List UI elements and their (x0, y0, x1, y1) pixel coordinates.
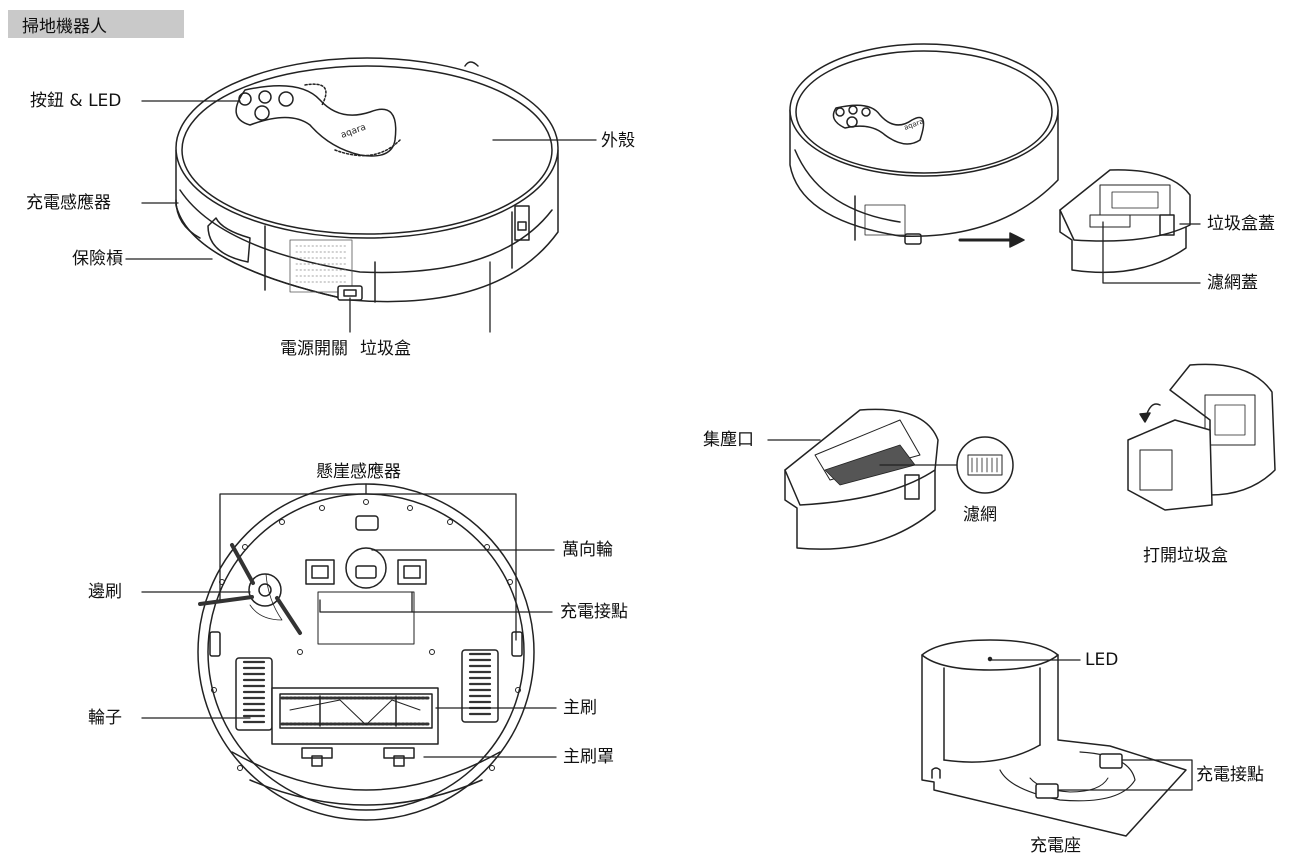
button-4 (254, 105, 270, 121)
bumper-window (207, 217, 251, 263)
label-dustbin: 垃圾盒 (360, 339, 411, 359)
label-dock-contacts: 充電接點 (1196, 765, 1264, 785)
robot-top-view: aqara (175, 57, 559, 303)
label-charge-sensor: 充電感應器 (26, 193, 111, 213)
label-power-switch: 電源開關 (280, 339, 348, 359)
label-dust-inlet: 集塵口 (703, 430, 754, 450)
wheel-left (235, 657, 273, 731)
leaders-dock (991, 659, 1193, 791)
label-dustbin-cover: 垃圾盒蓋 (1207, 214, 1275, 234)
dustbin-latch (514, 205, 530, 241)
caster-wheel (345, 547, 387, 589)
leaders-top-right (1102, 221, 1201, 284)
button-2 (258, 90, 272, 104)
dock-led (987, 656, 993, 662)
dustbin-removed (1059, 169, 1191, 274)
label-charging-dock: 充電座 (1030, 836, 1081, 856)
wheel-right (461, 649, 499, 723)
label-caster-wheel: 萬向輪 (562, 540, 613, 560)
label-wheel: 輪子 (88, 708, 122, 728)
filter-callout (956, 436, 1014, 494)
label-main-brush-cover: 主刷罩 (563, 747, 614, 767)
robot-shell (175, 57, 559, 239)
dock-contact-1 (1035, 783, 1059, 799)
label-side-brush: 邊刷 (88, 582, 122, 602)
robot-dustbin-removed: aqara (789, 43, 1059, 245)
dock-contact-2 (1099, 753, 1123, 769)
label-cliff-sensor: 懸崖感應器 (316, 462, 401, 482)
speaker-grille (289, 239, 353, 293)
label-bumper: 保險槓 (72, 249, 123, 269)
label-dock-led: LED (1085, 650, 1119, 670)
button-3 (278, 91, 294, 107)
button-1 (238, 92, 252, 106)
charging-dock (921, 639, 1187, 837)
main-brush (271, 687, 439, 745)
leaders-middle-right (767, 439, 958, 466)
button-cluster (235, 83, 401, 157)
label-button-led: 按鈕 & LED (30, 91, 122, 111)
rim-screws (211, 499, 521, 771)
robot-bottom-view (197, 483, 535, 821)
label-open-dustbin: 打開垃圾盒 (1143, 546, 1228, 566)
section-title-box (8, 10, 184, 38)
section-title: 掃地機器人 (22, 17, 107, 37)
label-shell: 外殼 (601, 131, 635, 151)
label-charge-contacts-bottom: 充電接點 (560, 602, 628, 622)
leaders-top-left (125, 100, 597, 333)
side-brush (198, 543, 302, 635)
cliff-sensor-left (305, 559, 335, 585)
dustbin-open-filter (784, 408, 939, 550)
cliff-sensor-right (397, 559, 427, 585)
label-main-brush: 主刷 (563, 698, 597, 718)
dustbin-lid-opened (1127, 363, 1276, 511)
label-filter-cover: 濾網蓋 (1207, 273, 1258, 293)
main-brush-cover (301, 747, 415, 767)
label-filter: 濾網 (963, 505, 997, 525)
leaders-bottom-left (141, 483, 557, 758)
arrow-right-icon (958, 232, 1025, 248)
